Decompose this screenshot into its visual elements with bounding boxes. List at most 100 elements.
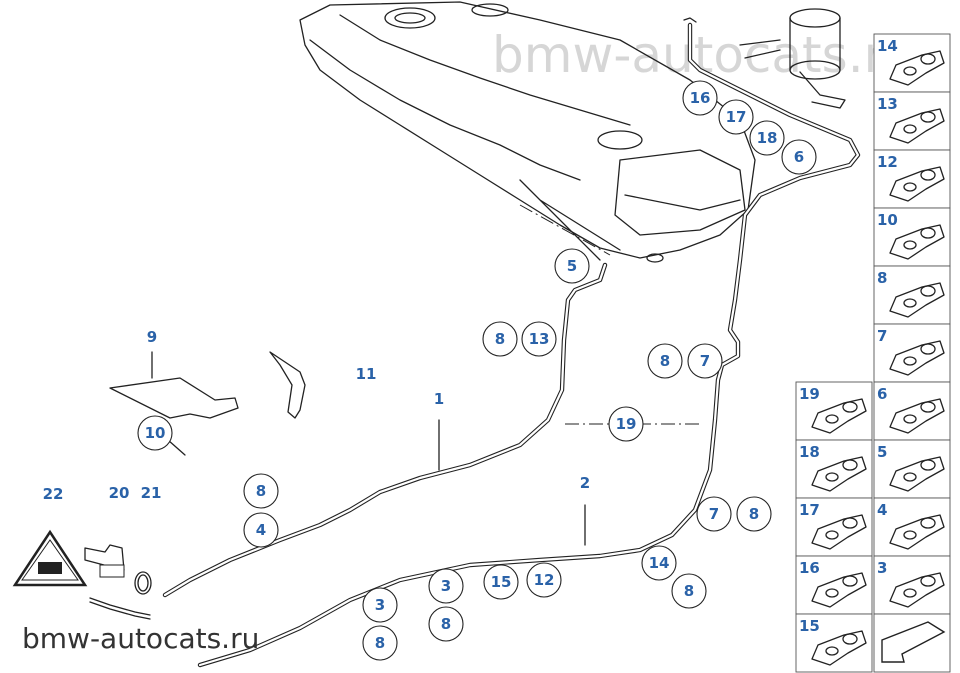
panel-cell-label: 15	[799, 617, 820, 635]
clip-hole-icon	[920, 459, 936, 471]
panel-cell-p12: 12	[873, 149, 951, 209]
callout-label: 8	[684, 582, 694, 600]
panel-cell-p19: 19	[795, 381, 873, 441]
callout-c8f: 8	[428, 606, 464, 642]
clip-icon	[889, 572, 945, 608]
clip-hole-icon	[825, 472, 839, 482]
callout-label: 4	[256, 521, 266, 539]
clip-icon	[811, 572, 867, 608]
panel-cell-label: 12	[877, 153, 898, 171]
clip-hole-icon	[920, 343, 936, 355]
callout-c6: 6	[781, 139, 817, 175]
callout-label: 10	[145, 424, 166, 442]
callout-circle	[736, 496, 772, 532]
panel-cell-label: 14	[877, 37, 898, 55]
clip-hole-icon	[903, 240, 917, 250]
o-ring-part-21	[134, 571, 152, 595]
callout-c8d: 8	[736, 496, 772, 532]
callout-label: 8	[375, 634, 385, 652]
clip-hole-icon	[903, 66, 917, 76]
panel-cell-label: 19	[799, 385, 820, 403]
clip-hole-icon	[825, 588, 839, 598]
clip-icon	[889, 398, 945, 434]
arrow-icon	[881, 621, 946, 663]
clip-icon	[889, 50, 945, 86]
callout-label: 6	[794, 148, 804, 166]
callout-circle	[428, 606, 464, 642]
panel-cell-p18: 18	[795, 439, 873, 499]
panel-cell-label: 13	[877, 95, 898, 113]
panel-cell-p15: 15	[795, 613, 873, 673]
label-l22: 22	[43, 485, 64, 503]
callout-c8c: 8	[243, 473, 279, 509]
callout-label: 16	[690, 89, 711, 107]
callout-c14: 14	[641, 545, 677, 581]
clip-hole-icon	[825, 530, 839, 540]
clip-hole-icon	[903, 530, 917, 540]
label-l21: 21	[141, 484, 162, 502]
callout-label: 3	[441, 577, 451, 595]
clip-hole-icon	[903, 414, 917, 424]
callout-c8a: 8	[482, 321, 518, 357]
clip-icon	[811, 398, 867, 434]
callout-label: 15	[491, 573, 512, 591]
callout-c4: 4	[243, 512, 279, 548]
clip-hole-icon	[842, 401, 858, 413]
watermark-bottom: bmw-autocats.ru	[22, 622, 259, 655]
panel-cell-label: 7	[877, 327, 887, 345]
clip-hole-icon	[920, 53, 936, 65]
panel-cell-p13: 13	[873, 91, 951, 151]
clip-hole-icon	[842, 459, 858, 471]
heat-shield-part-9	[109, 351, 239, 419]
clip-icon	[889, 166, 945, 202]
callout-c13: 13	[521, 321, 557, 357]
callout-circle	[749, 120, 785, 156]
callout-circle	[482, 321, 518, 357]
clip-hole-icon	[842, 517, 858, 529]
panel-cell-p3: 3	[873, 555, 951, 615]
panel-cell-label: 6	[877, 385, 887, 403]
callout-label: 8	[495, 330, 505, 348]
callout-circle	[243, 473, 279, 509]
label-l11: 11	[356, 365, 377, 383]
clip-hole-icon	[903, 356, 917, 366]
callout-c7b: 7	[696, 496, 732, 532]
label-l1: 1	[434, 390, 444, 408]
callout-c7a: 7	[687, 343, 723, 379]
callout-label: 5	[567, 257, 577, 275]
warning-label-part-22	[12, 529, 88, 587]
callout-c17: 17	[718, 99, 754, 135]
panel-cell-label: 10	[877, 211, 898, 229]
panel-cell-p6: 6	[873, 381, 951, 441]
clip-hole-icon	[825, 646, 839, 656]
charcoal-canister	[739, 8, 846, 109]
clip-icon	[889, 514, 945, 550]
callout-circle	[718, 99, 754, 135]
callout-c3b: 3	[362, 587, 398, 623]
callout-c8g: 8	[362, 625, 398, 661]
callout-circle	[682, 80, 718, 116]
panel-cell-p4: 4	[873, 497, 951, 557]
clip-icon	[889, 282, 945, 318]
clip-hole-icon	[903, 472, 917, 482]
clip-hole-icon	[920, 575, 936, 587]
callout-c16: 16	[682, 80, 718, 116]
bracket-part-11	[269, 351, 306, 419]
panel-cell-label: 5	[877, 443, 887, 461]
callout-label: 8	[749, 505, 759, 523]
callout-label: 8	[441, 615, 451, 633]
callout-c3a: 3	[428, 568, 464, 604]
callout-circle	[647, 343, 683, 379]
label-l9: 9	[147, 328, 157, 346]
clip-hole-icon	[920, 517, 936, 529]
callout-circle	[608, 406, 644, 442]
watermark-top: bmw-autocats.ru	[492, 26, 916, 84]
callout-label: 13	[529, 330, 550, 348]
clip-icon	[889, 108, 945, 144]
callout-circle	[243, 512, 279, 548]
callout-c10: 10	[137, 415, 173, 451]
callout-circle	[554, 248, 590, 284]
